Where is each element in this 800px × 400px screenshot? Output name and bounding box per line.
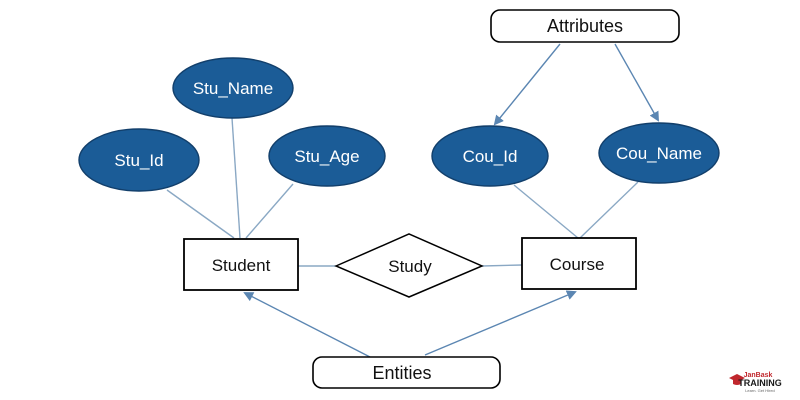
logo-tagline: Learn. Get Hired bbox=[745, 388, 775, 393]
attribute-cou-name-label: Cou_Name bbox=[616, 144, 702, 163]
attributes-callout-box bbox=[490, 9, 680, 43]
attribute-stu-age-label: Stu_Age bbox=[294, 147, 359, 166]
logo-brand-bottom: TRAINING bbox=[738, 378, 782, 388]
entity-student bbox=[183, 238, 299, 291]
attribute-stu-id-label: Stu_Id bbox=[114, 151, 163, 170]
arrow-entities-to-student bbox=[243, 292, 371, 358]
arrow-attributes-to-cou-id bbox=[493, 43, 561, 126]
attribute-stu-age bbox=[268, 125, 386, 187]
entity-course-label: Course bbox=[550, 255, 605, 274]
entities-callout-label: Entities bbox=[372, 363, 431, 383]
connector-stu-age-student bbox=[245, 183, 294, 239]
attribute-stu-name-label: Stu_Name bbox=[193, 79, 273, 98]
connector-study-course bbox=[481, 264, 523, 267]
connector-cou-id-course bbox=[513, 184, 579, 239]
attribute-stu-name bbox=[172, 57, 294, 119]
entities-callout-box bbox=[312, 356, 501, 389]
connector-stu-name-student bbox=[231, 117, 241, 239]
attributes-callout-label: Attributes bbox=[547, 16, 623, 36]
arrow-entities-to-course bbox=[424, 290, 577, 356]
attribute-cou-id bbox=[431, 125, 549, 187]
logo-brand-top: JanBask bbox=[744, 372, 773, 379]
relationship-study bbox=[334, 233, 484, 298]
arrow-attributes-to-cou-name bbox=[614, 43, 659, 122]
attribute-cou-name bbox=[598, 122, 720, 184]
connector-stu-id-student bbox=[166, 189, 235, 239]
connector-cou-name-course bbox=[579, 181, 639, 239]
graduation-cap-icon bbox=[729, 374, 745, 385]
entity-student-label: Student bbox=[212, 256, 271, 275]
janbask-logo: JanBask TRAINING Learn. Get Hired bbox=[729, 372, 782, 393]
attribute-cou-id-label: Cou_Id bbox=[463, 147, 518, 166]
entity-course bbox=[521, 237, 637, 290]
relationship-study-label: Study bbox=[388, 257, 432, 276]
attribute-stu-id bbox=[78, 128, 200, 192]
